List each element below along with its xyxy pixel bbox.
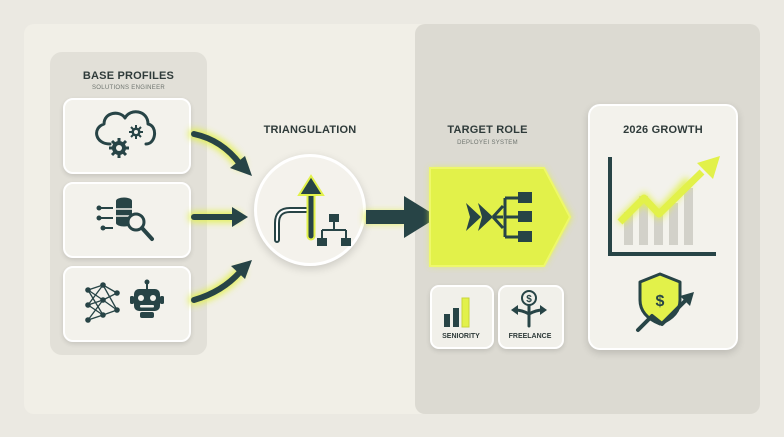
- triangulation-title: TRIANGULATION: [263, 124, 357, 136]
- seniority-label: SENIORITY: [442, 333, 480, 340]
- svg-text:$: $: [656, 293, 665, 310]
- profile-tile-ai: [63, 266, 191, 342]
- growth-title: 2026 GROWTH: [623, 124, 703, 136]
- target-role-title: TARGET ROLE: [447, 124, 528, 136]
- profile-tile-cloud: [63, 98, 191, 174]
- freelance-card: [498, 285, 564, 349]
- target-role-subtitle: DEPLOYEI SYSTEM: [457, 140, 518, 146]
- base-profiles-title: BASE PROFILES: [82, 70, 175, 82]
- freelance-label: FREELANCE: [508, 333, 552, 340]
- base-profiles-subtitle: SOLUTIONS ENGINEER: [91, 85, 166, 91]
- svg-text:$: $: [526, 294, 532, 305]
